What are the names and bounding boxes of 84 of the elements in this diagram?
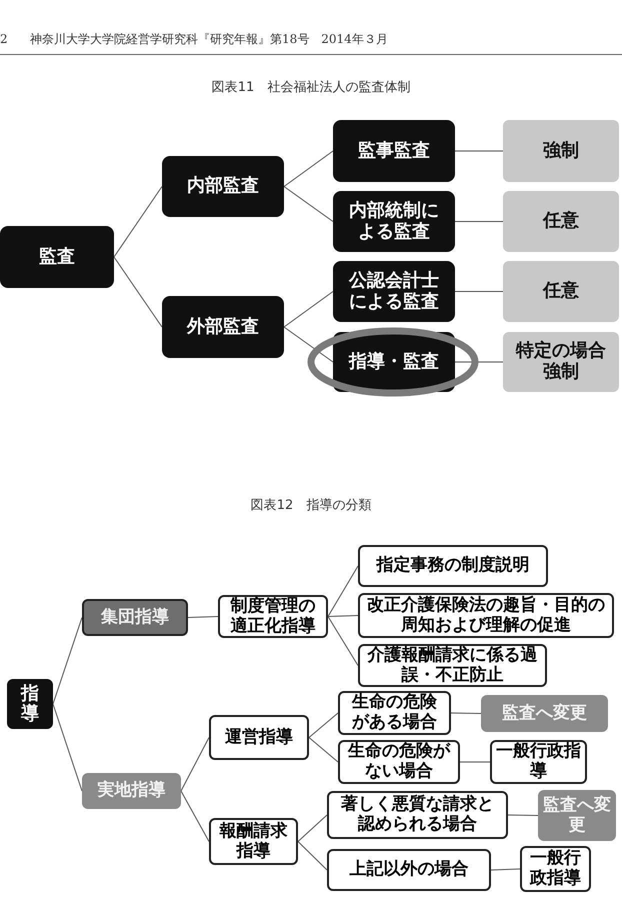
- box-label: 上記以外の場合: [350, 860, 468, 880]
- connector-line: [298, 841, 328, 870]
- connector-line: [284, 186, 334, 222]
- label-box: [358, 545, 548, 587]
- label-box: [338, 691, 451, 735]
- connector-line: [450, 712, 482, 714]
- box-label: 改正介護保険法の趣旨・目的の周知および理解の促進: [366, 596, 606, 636]
- box-label: 報酬請求指導: [218, 822, 288, 862]
- box-label: 監事監査: [358, 140, 430, 162]
- connector-line: [454, 150, 504, 152]
- connector-line: [454, 291, 504, 292]
- figure-title: 図表12 指導の分類: [250, 497, 372, 515]
- box-label: 生命の危険がある場合: [350, 693, 438, 733]
- label-box: [333, 120, 455, 182]
- box-label: 実地指導: [98, 781, 166, 801]
- box-label: 制度管理の適正化指導: [229, 596, 316, 636]
- box-label: 著しく悪質な請求と認められる場合: [340, 795, 495, 835]
- connector-line: [284, 326, 334, 362]
- box-label: 監査へ変更: [542, 796, 612, 836]
- label-box: [333, 191, 455, 252]
- label-box: [162, 156, 284, 217]
- label-box: [481, 695, 608, 732]
- label-box: [503, 191, 619, 252]
- label-box: [333, 261, 455, 322]
- box-label: 一般行政指導: [496, 742, 581, 782]
- label-box: [218, 595, 328, 638]
- connector-line: [52, 617, 82, 704]
- box-label: 一般行政指導: [528, 849, 582, 889]
- connector-line: [284, 150, 334, 187]
- connector-line: [180, 790, 210, 842]
- box-label: 内部監査: [187, 176, 259, 197]
- connector-line: [188, 616, 218, 618]
- label-box: [209, 715, 309, 760]
- box-label: 強制: [543, 362, 579, 383]
- connector-line: [308, 712, 338, 738]
- box-label: 生命の危険がない場合: [346, 742, 452, 782]
- label-box: [338, 740, 460, 784]
- connector-line: [328, 616, 358, 666]
- connector-line: [508, 814, 538, 816]
- label-box: [327, 849, 491, 891]
- page-number: 2: [0, 31, 8, 48]
- connector-line: [180, 737, 210, 792]
- box-label: 公認会計士による監査: [348, 270, 440, 312]
- label-box: [7, 679, 53, 729]
- box-label: 集団指導: [101, 608, 169, 628]
- box-label: 外部監査: [187, 316, 259, 338]
- box-label: 特定の場合: [516, 341, 606, 362]
- box-label: 指導: [21, 684, 39, 724]
- label-box: [503, 261, 619, 322]
- connector-line: [298, 814, 328, 842]
- label-box: [327, 791, 508, 839]
- label-box: [538, 790, 616, 841]
- label-box: [209, 818, 298, 865]
- connector-line: [454, 221, 504, 222]
- label-box: [503, 120, 619, 182]
- running-header: 神奈川大学大学院経営学研究科『研究年報』第18号 2014年３月: [30, 31, 388, 48]
- connector-line: [308, 737, 338, 762]
- box-label: 指定事務の制度説明: [376, 556, 530, 576]
- connector-line: [328, 615, 358, 617]
- box-label: 介護報酬請求に係る過誤・不正防止: [366, 646, 538, 686]
- label-box: [490, 740, 587, 784]
- label-box: [503, 332, 619, 392]
- label-box: [162, 296, 284, 358]
- connector-line: [284, 291, 334, 328]
- box-label: 運営指導: [225, 728, 293, 748]
- connector-line: [52, 704, 82, 792]
- label-box: [520, 846, 591, 892]
- label-box: [82, 773, 181, 809]
- label-box: [82, 599, 188, 636]
- connector-line: [490, 868, 520, 870]
- box-label: 指導・監査: [349, 352, 439, 372]
- figure-title: 図表11 社会福祉法人の監査体制: [210, 79, 412, 97]
- box-label: 任意: [543, 281, 579, 302]
- label-box: [358, 593, 614, 638]
- label-box: [0, 226, 114, 288]
- box-label: 監査へ変更: [502, 704, 587, 724]
- label-box: [358, 644, 547, 687]
- box-label: 監査: [39, 246, 75, 268]
- box-label: 任意: [543, 211, 579, 232]
- connector-line: [114, 186, 162, 258]
- box-label: 強制: [543, 140, 579, 162]
- box-label: 内部統制による監査: [348, 200, 440, 242]
- connector-line: [328, 566, 358, 617]
- connector-line: [114, 256, 162, 328]
